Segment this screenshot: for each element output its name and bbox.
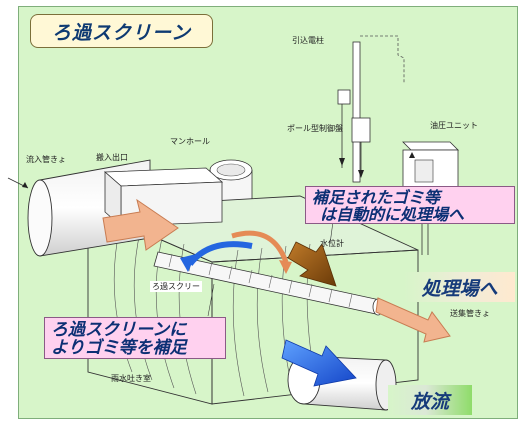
discharge-arrow [281, 339, 357, 387]
pole-panel-label: ポール型制御盤 [287, 124, 343, 133]
discharge-text: 放流 [410, 390, 449, 413]
to-plant-arrow [375, 297, 451, 343]
diagram-title: ろ過スクリーン [51, 21, 192, 44]
rain-outlet-label: 雨水吐き室 [111, 374, 151, 383]
collect-pipe-label: 送集管きょ [450, 309, 490, 318]
carry-in-out-box [103, 167, 224, 227]
carry-in-out-label: 搬入出口 [96, 153, 128, 162]
filter-callout-line-1: ろ過スクリーンに [51, 320, 187, 340]
hydraulic-unit-label: 油圧ユニット [430, 121, 478, 130]
to-plant-text: 処理場へ [421, 277, 498, 300]
utility-pole [337, 35, 405, 183]
discharge-label: 放流 [388, 385, 472, 415]
brown-arrow [287, 241, 337, 287]
pull-pole-label: 引込電柱 [292, 36, 324, 45]
captured-callout: 補足されたゴミ等 は自動的に処理場へ [305, 186, 515, 224]
inflow-arrow [102, 198, 179, 251]
filter-callout-line-2: よりゴミ等を補足 [51, 338, 187, 359]
filter-callout: ろ過スクリーンに よりゴミ等を補足 [44, 317, 226, 359]
to-plant-label: 処理場へ [404, 272, 515, 302]
screen-small-label: ろ過スクリー [150, 281, 202, 292]
water-gauge-label: 水位計 [320, 239, 344, 248]
inflow-pipe-label: 流入管きょ [26, 155, 66, 164]
orange-curve-arrow [231, 230, 292, 274]
blue-curve-arrow [180, 241, 253, 272]
captured-callout-line-1: 補足されたゴミ等 [312, 188, 441, 207]
captured-callout-line-2: は自動的に処理場へ [320, 205, 465, 225]
filter-leader-line [207, 283, 215, 317]
manhole-label: マンホール [170, 137, 210, 146]
title-box: ろ過スクリーン [30, 14, 213, 48]
